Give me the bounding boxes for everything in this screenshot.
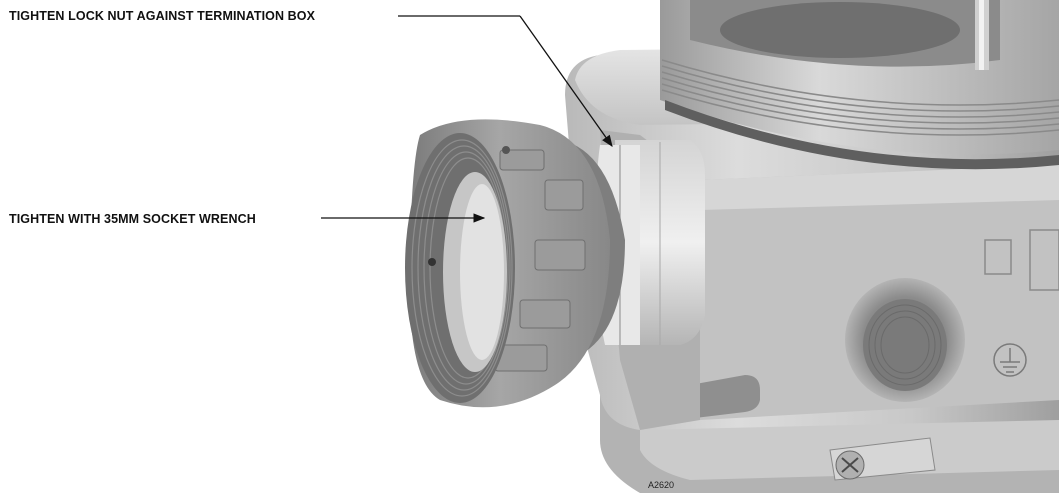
callout-lock-nut: TIGHTEN LOCK NUT AGAINST TERMINATION BOX: [9, 9, 613, 147]
callout-socket-wrench: TIGHTEN WITH 35MM SOCKET WRENCH: [9, 212, 486, 226]
ground-icon: [993, 343, 1027, 377]
fitting-nut: [405, 119, 625, 408]
callout-lock-nut-label: TIGHTEN LOCK NUT AGAINST TERMINATION BOX: [9, 9, 316, 23]
ground-screw-icon: [829, 437, 936, 481]
figure-id: A2620: [648, 480, 674, 490]
callout-lock-nut-arrow: [519, 15, 613, 147]
callout-socket-wrench-label: TIGHTEN WITH 35MM SOCKET WRENCH: [9, 212, 256, 226]
thread-rings: [661, 59, 1059, 136]
